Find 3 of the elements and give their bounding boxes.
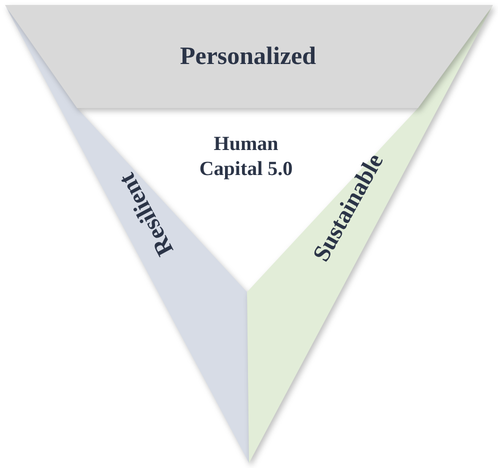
top-band	[5, 5, 493, 108]
band-label: Human Capital 5.0	[198, 132, 294, 182]
band-label: Personalized	[180, 42, 316, 72]
